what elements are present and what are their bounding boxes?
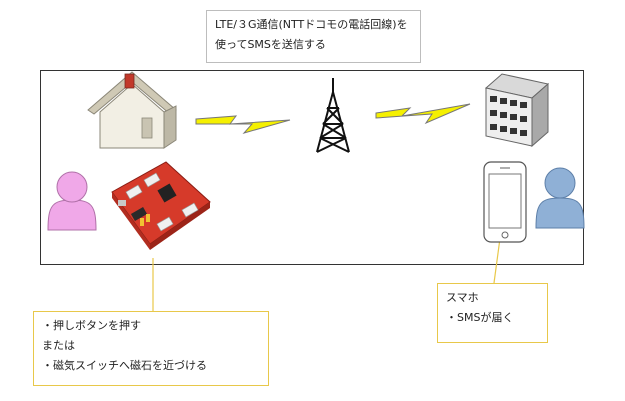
lightning-right-icon <box>375 103 471 125</box>
person-right-icon <box>535 167 585 229</box>
smartphone-icon <box>483 161 527 243</box>
top-note: LTE/３G通信(NTTドコモの電話回線)を 使ってSMSを送信する <box>206 10 421 63</box>
antenna-tower-icon <box>316 78 350 153</box>
right-note-line-2: ・SMSが届く <box>446 311 514 324</box>
person-left-icon <box>47 171 97 231</box>
left-note-line-1: ・押しボタンを押す <box>42 319 141 332</box>
top-note-line-2: 使ってSMSを送信する <box>215 38 326 51</box>
right-note: スマホ ・SMSが届く <box>437 283 548 343</box>
left-note-line-3: ・磁気スイッチへ磁石を近づける <box>42 359 207 372</box>
lightning-left-icon <box>195 115 291 134</box>
right-note-line-1: スマホ <box>446 291 479 304</box>
controller-board-icon <box>111 161 211 250</box>
left-note-line-2: または <box>42 339 75 352</box>
building-icon <box>484 73 550 148</box>
top-note-line-1: LTE/３G通信(NTTドコモの電話回線)を <box>215 18 408 31</box>
system-frame <box>40 70 584 265</box>
house-icon <box>87 71 177 149</box>
left-note: ・押しボタンを押す または ・磁気スイッチへ磁石を近づける <box>33 311 269 386</box>
